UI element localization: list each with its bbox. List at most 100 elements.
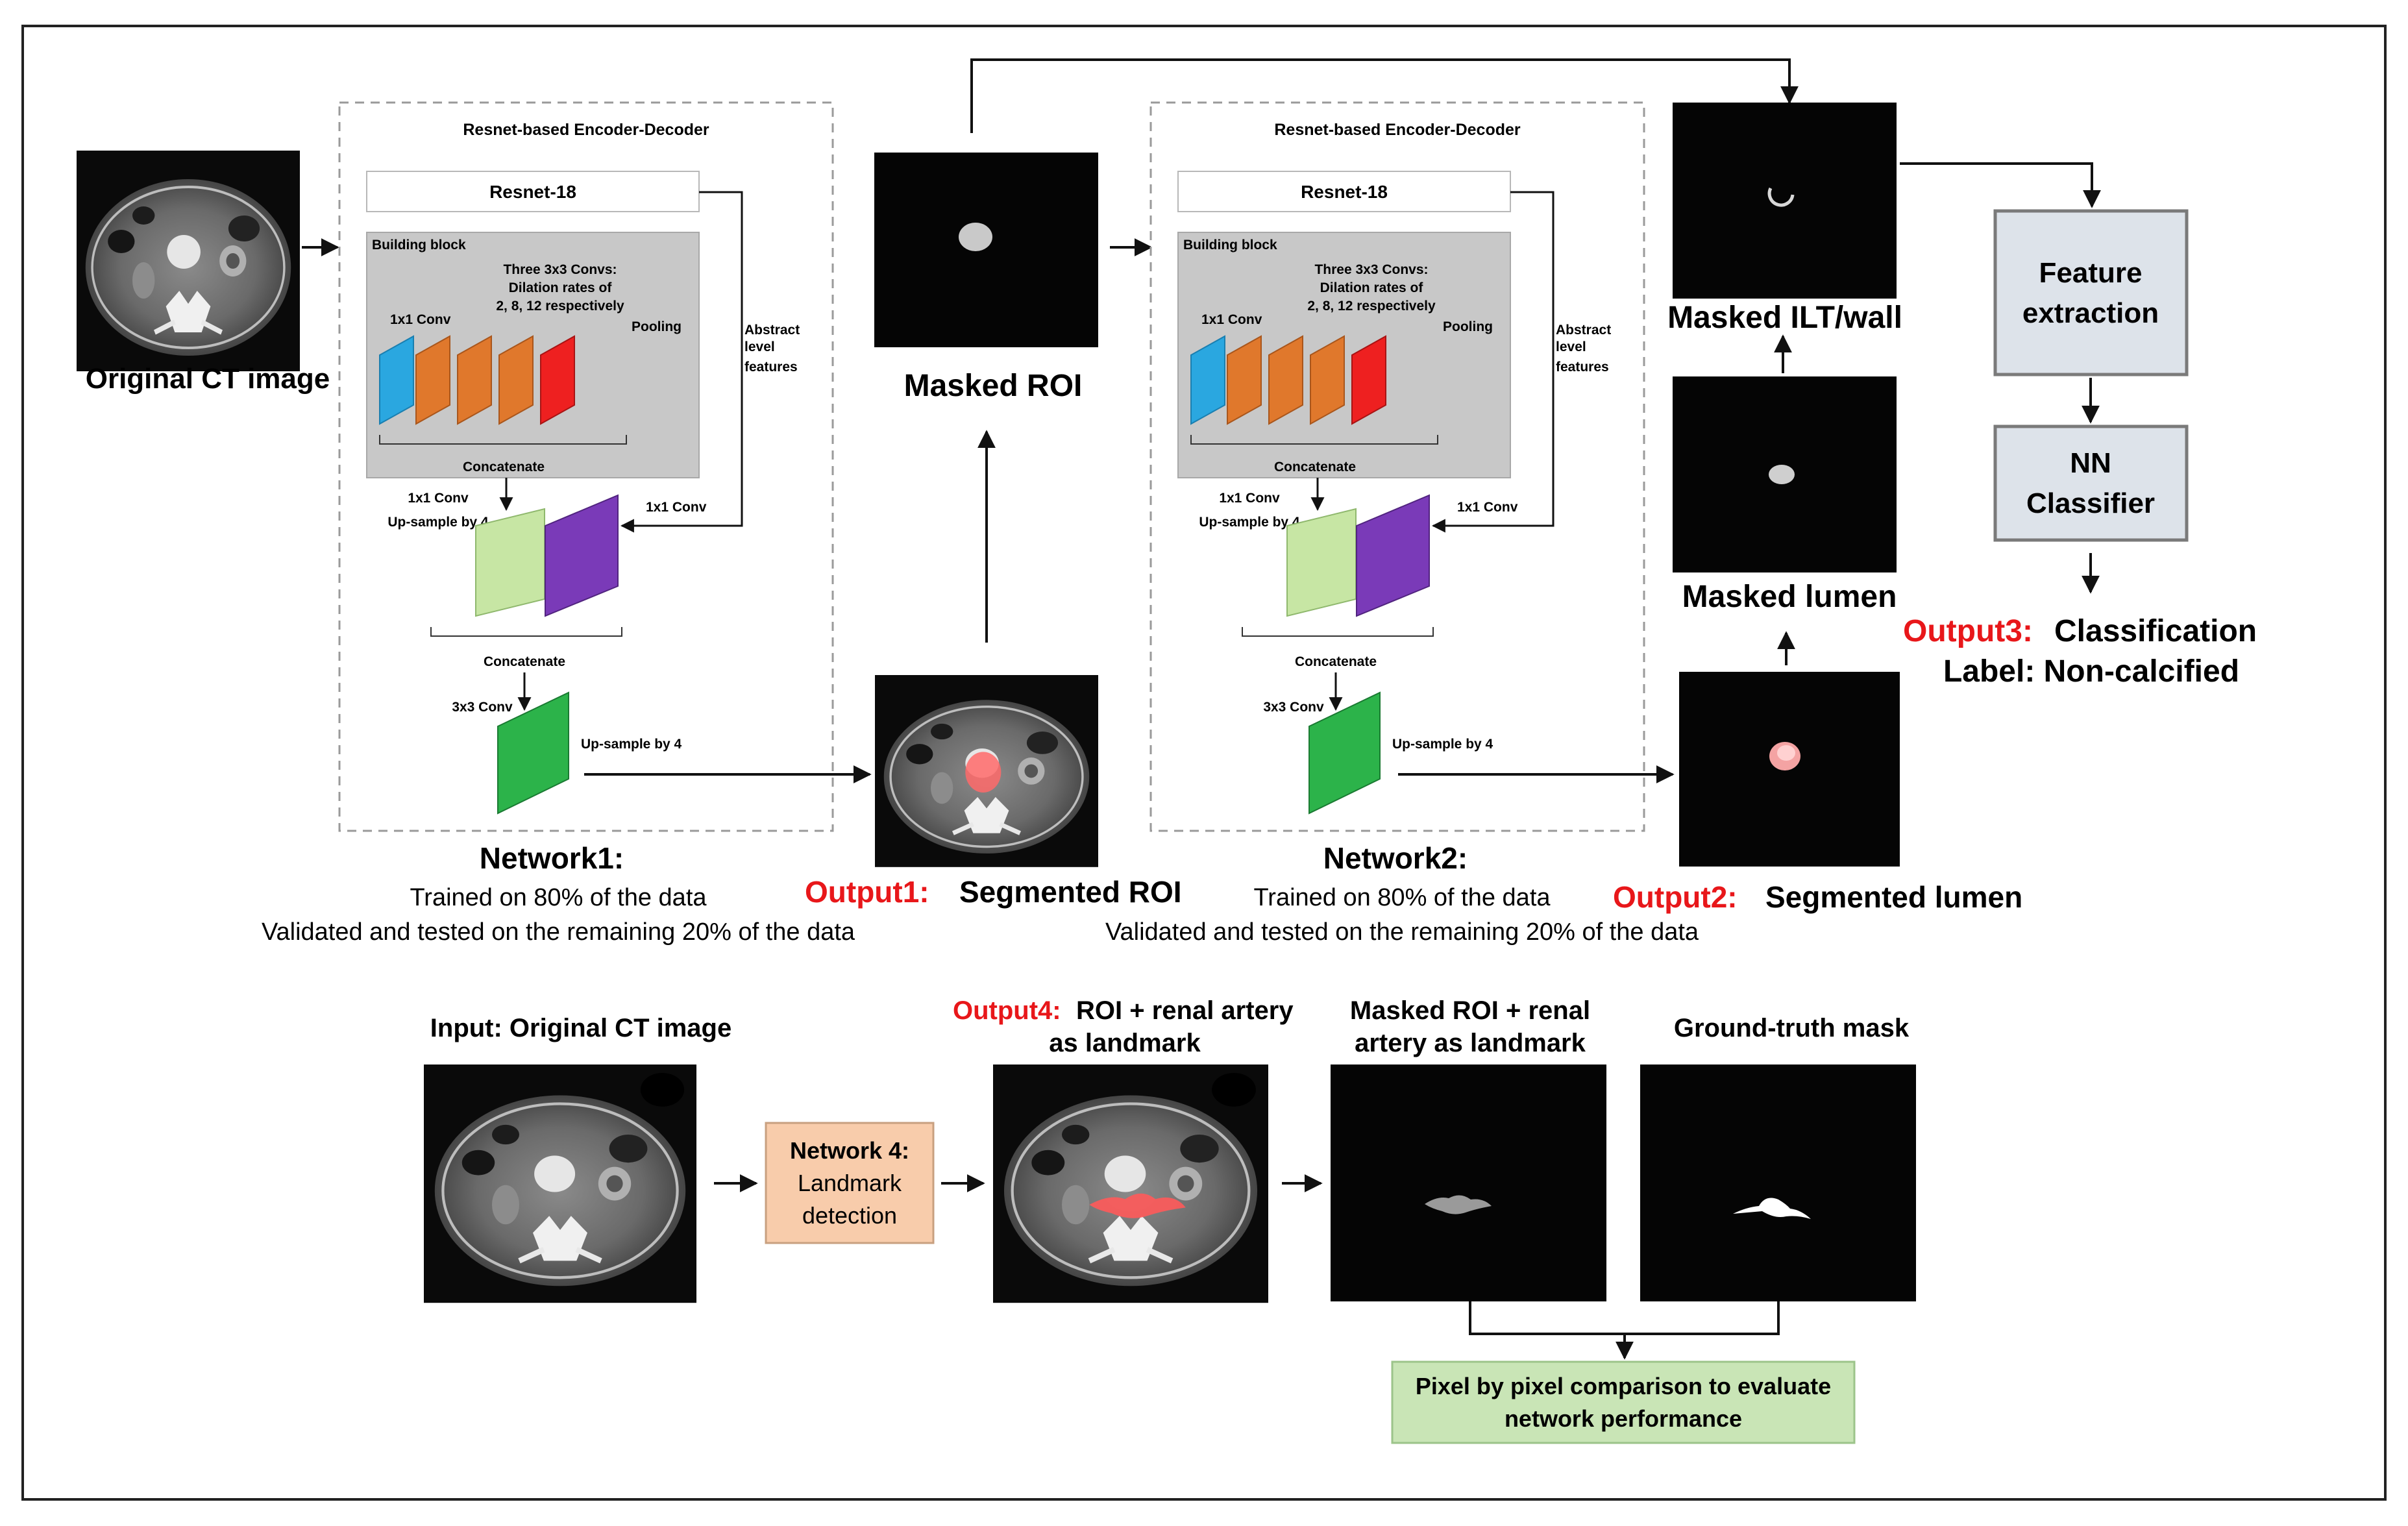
- original-ct-label: Original CT image: [86, 363, 330, 395]
- arrow-masked-roi-top-route: [970, 58, 1799, 133]
- masked-ilt-ring: [1767, 187, 1795, 207]
- network1-upsample-lightgreen: [475, 508, 545, 617]
- network2-convs-line2: Dilation rates of: [1320, 280, 1424, 295]
- network2-concat2-bracket: [1242, 627, 1434, 637]
- network1-abstract-line3: features: [744, 360, 798, 375]
- network2-convs-line1: Three 3x3 Convs:: [1314, 262, 1428, 277]
- network2-output-green: [1308, 691, 1381, 815]
- output1-text: Segmented ROI: [959, 875, 1182, 909]
- network1-upsample-label: Up-sample by 4: [581, 737, 682, 752]
- network2-frame-title: Resnet-based Encoder-Decoder: [1274, 121, 1521, 139]
- output3-text: Classification: [2054, 614, 2257, 648]
- output1-roi-overlay: [965, 752, 1001, 793]
- network1-title: Network1:: [480, 841, 624, 875]
- original-ct-image: [77, 151, 300, 371]
- network1-concat-bracket: [379, 435, 627, 445]
- output1-prefix: Output1:: [805, 875, 929, 909]
- network2-side-conv-label: 1x1 Conv: [1457, 500, 1518, 515]
- connector-masked-to-comparison: [1469, 1301, 1780, 1335]
- ground-truth-blob: [1733, 1198, 1811, 1219]
- masked-landmark-line1: Masked ROI + renal: [1350, 996, 1590, 1025]
- masked-ilt-label: Masked ILT/wall: [1667, 301, 1902, 335]
- output4-ct-image: [993, 1065, 1268, 1303]
- network1-conv-orange-1: [415, 335, 450, 425]
- nn-classifier-line2: Classifier: [2026, 487, 2155, 519]
- network1-desc-line2: Validated and tested on the remaining 20…: [262, 918, 855, 946]
- network2-pool-red: [1351, 335, 1386, 425]
- network2-resnet-box: [1177, 171, 1511, 212]
- output2-prefix: Output2:: [1613, 880, 1738, 914]
- network1-upconv-line2: Up-sample by 4: [387, 515, 489, 530]
- network2-side-purple: [1356, 494, 1430, 617]
- masked-lumen-label: Masked lumen: [1682, 580, 1897, 614]
- network2-abstract-line3: features: [1556, 360, 1609, 375]
- masked-roi-label: Masked ROI: [904, 369, 1083, 403]
- feature-extraction-line2: extraction: [2022, 297, 2159, 329]
- network1-concatenate-label: Concatenate: [463, 460, 545, 474]
- network1-conv3x3-label: 3x3 Conv: [452, 700, 513, 715]
- network2-concatenate2-label: Concatenate: [1295, 654, 1377, 669]
- output2-text: Segmented lumen: [1765, 880, 2022, 914]
- network1-block: Resnet-based Encoder-Decoder Resnet-18 B…: [338, 101, 834, 832]
- network1-convs-line3: 2, 8, 12 respectively: [496, 299, 624, 314]
- network2-resnet-label: Resnet-18: [1301, 182, 1388, 202]
- network1-side-purple: [545, 494, 619, 617]
- output4-prefix: Output4:: [953, 996, 1061, 1025]
- network2-abstract-line2: level: [1556, 339, 1586, 354]
- output3-prefix: Output3:: [1903, 614, 2033, 648]
- outer-border: [21, 25, 2387, 1501]
- network2-convs-line3: 2, 8, 12 respectively: [1307, 299, 1436, 314]
- network4-line3: detection: [802, 1202, 897, 1229]
- network4-line1: Network 4:: [790, 1137, 909, 1164]
- network1-output-green: [497, 691, 569, 815]
- masked-roi-image: [874, 153, 1098, 347]
- network2-pooling-label: Pooling: [1443, 319, 1493, 334]
- network2-conv-blue: [1190, 335, 1225, 425]
- network2-title: Network2:: [1323, 841, 1468, 875]
- masked-landmark-image: [1331, 1065, 1606, 1301]
- network1-convs-line1: Three 3x3 Convs:: [503, 262, 617, 277]
- network2-abstract-line1: Abstract: [1556, 323, 1611, 338]
- network1-concat2-bracket: [430, 627, 622, 637]
- network1-concatenate2-label: Concatenate: [484, 654, 565, 669]
- output3-line2: Label: Non-calcified: [1943, 654, 2239, 689]
- network1-frame-title: Resnet-based Encoder-Decoder: [463, 121, 709, 139]
- network4-box: [765, 1122, 935, 1244]
- network1-pooling-label: Pooling: [632, 319, 682, 334]
- ground-truth-label: Ground-truth mask: [1674, 1014, 1910, 1042]
- output1-ct-image: [875, 675, 1098, 867]
- network1-resnet-label: Resnet-18: [489, 182, 576, 202]
- output4-roi-renal-overlay: [1089, 1193, 1186, 1218]
- network2-abstract-connector: [1431, 191, 1554, 533]
- network2-block: Resnet-based Encoder-Decoder Resnet-18 B…: [1149, 101, 1645, 832]
- network1-conv-blue: [379, 335, 414, 425]
- network2-conv-orange-3: [1310, 335, 1345, 425]
- network1-pool-red: [540, 335, 575, 425]
- arrow-ilt-to-feature: [1900, 162, 2101, 208]
- network1-conv-orange-2: [457, 335, 492, 425]
- network1-desc-line1: Trained on 80% of the data: [410, 884, 707, 911]
- network2-concatenate-label: Concatenate: [1274, 460, 1356, 474]
- network1-resnet-box: [366, 171, 700, 212]
- feature-extraction-line1: Feature: [2039, 257, 2143, 289]
- network2-upconv-line1: 1x1 Conv: [1219, 491, 1280, 506]
- network1-convs-line2: Dilation rates of: [509, 280, 613, 295]
- network2-upsample-lightgreen: [1286, 508, 1357, 617]
- output4-line2: as landmark: [1049, 1029, 1201, 1057]
- network1-abstract-connector: [620, 191, 743, 533]
- nn-classifier-line1: NN: [2070, 447, 2111, 479]
- network2-conv1x1-label: 1x1 Conv: [1201, 312, 1262, 327]
- network1-side-conv-label: 1x1 Conv: [646, 500, 707, 515]
- network1-abstract-line2: level: [744, 339, 775, 354]
- ground-truth-image: [1640, 1065, 1916, 1301]
- network1-conv-orange-3: [498, 335, 534, 425]
- output4-line1: ROI + renal artery: [1076, 996, 1294, 1025]
- network1-abstract-line1: Abstract: [744, 323, 800, 338]
- network2-upsample-label: Up-sample by 4: [1392, 737, 1493, 752]
- network2-upconv-line2: Up-sample by 4: [1199, 515, 1300, 530]
- network2-conv-orange-1: [1227, 335, 1262, 425]
- nn-classifier-box: [1993, 425, 2189, 542]
- network2-conv-orange-2: [1268, 335, 1303, 425]
- comparison-line1: Pixel by pixel comparison to evaluate: [1416, 1373, 1831, 1399]
